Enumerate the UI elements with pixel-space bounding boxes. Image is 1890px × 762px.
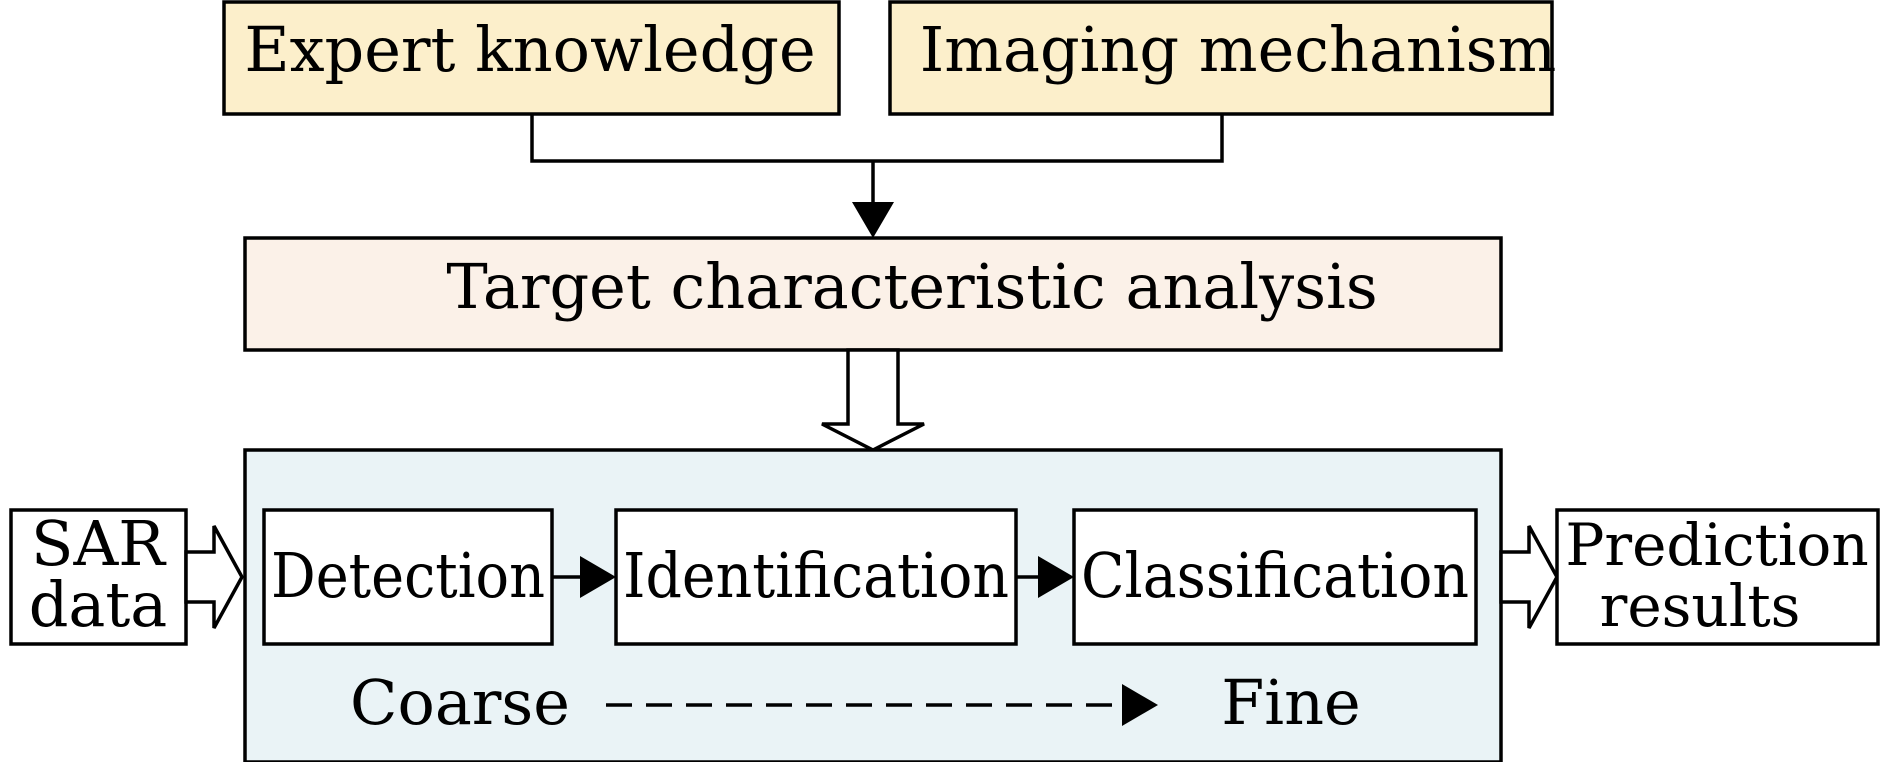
merge-line (530, 114, 1224, 163)
merge-connector (530, 114, 1224, 238)
analysis-label: Target characteristic analysis (446, 250, 1377, 323)
classification-stage: Classification (1072, 508, 1478, 646)
sar-data-node: SAR data (9, 507, 188, 646)
expert-knowledge-box (222, 0, 841, 116)
detection-stage: Detection (262, 508, 554, 646)
imaging-mechanism-node: Imaging mechanism (888, 0, 1557, 116)
detection-arrowhead-icon (580, 556, 616, 598)
merge-arrowhead-icon (852, 202, 894, 238)
imaging-mechanism-box (888, 0, 1554, 116)
pipeline-to-output-arrow-icon (1499, 525, 1559, 629)
expert-knowledge-label: Expert knowledge (244, 13, 815, 86)
coarse-to-fine-arrowhead-icon (1122, 684, 1158, 726)
analysis-to-pipeline-arrow-icon (821, 348, 925, 452)
sar-data-label-line1: SAR (31, 507, 167, 580)
classification-label: Classification (1081, 539, 1469, 612)
detection-to-identification-arrow (552, 556, 616, 598)
identification-label: Identification (623, 539, 1009, 612)
coarse-label: Coarse (350, 666, 570, 739)
identification-arrowhead-icon (1038, 556, 1074, 598)
classification-box (1072, 508, 1478, 646)
detection-label: Detection (271, 539, 545, 612)
prediction-results-box (1555, 508, 1880, 646)
prediction-results-node: Prediction results (1555, 508, 1880, 646)
sar-to-pipeline-arrow-icon (184, 525, 244, 629)
expert-knowledge-node: Expert knowledge (222, 0, 841, 116)
prediction-results-label-line1: Prediction (1565, 511, 1868, 579)
identification-to-classification-arrow (1016, 556, 1074, 598)
identification-stage: Identification (614, 508, 1018, 646)
imaging-mechanism-label: Imaging mechanism (920, 13, 1557, 86)
fine-label: Fine (1221, 666, 1360, 739)
prediction-results-label-line2: results (1600, 572, 1801, 640)
identification-box (614, 508, 1018, 646)
analysis-node: Target characteristic analysis (243, 236, 1503, 352)
sar-data-label-line2: data (29, 568, 168, 641)
